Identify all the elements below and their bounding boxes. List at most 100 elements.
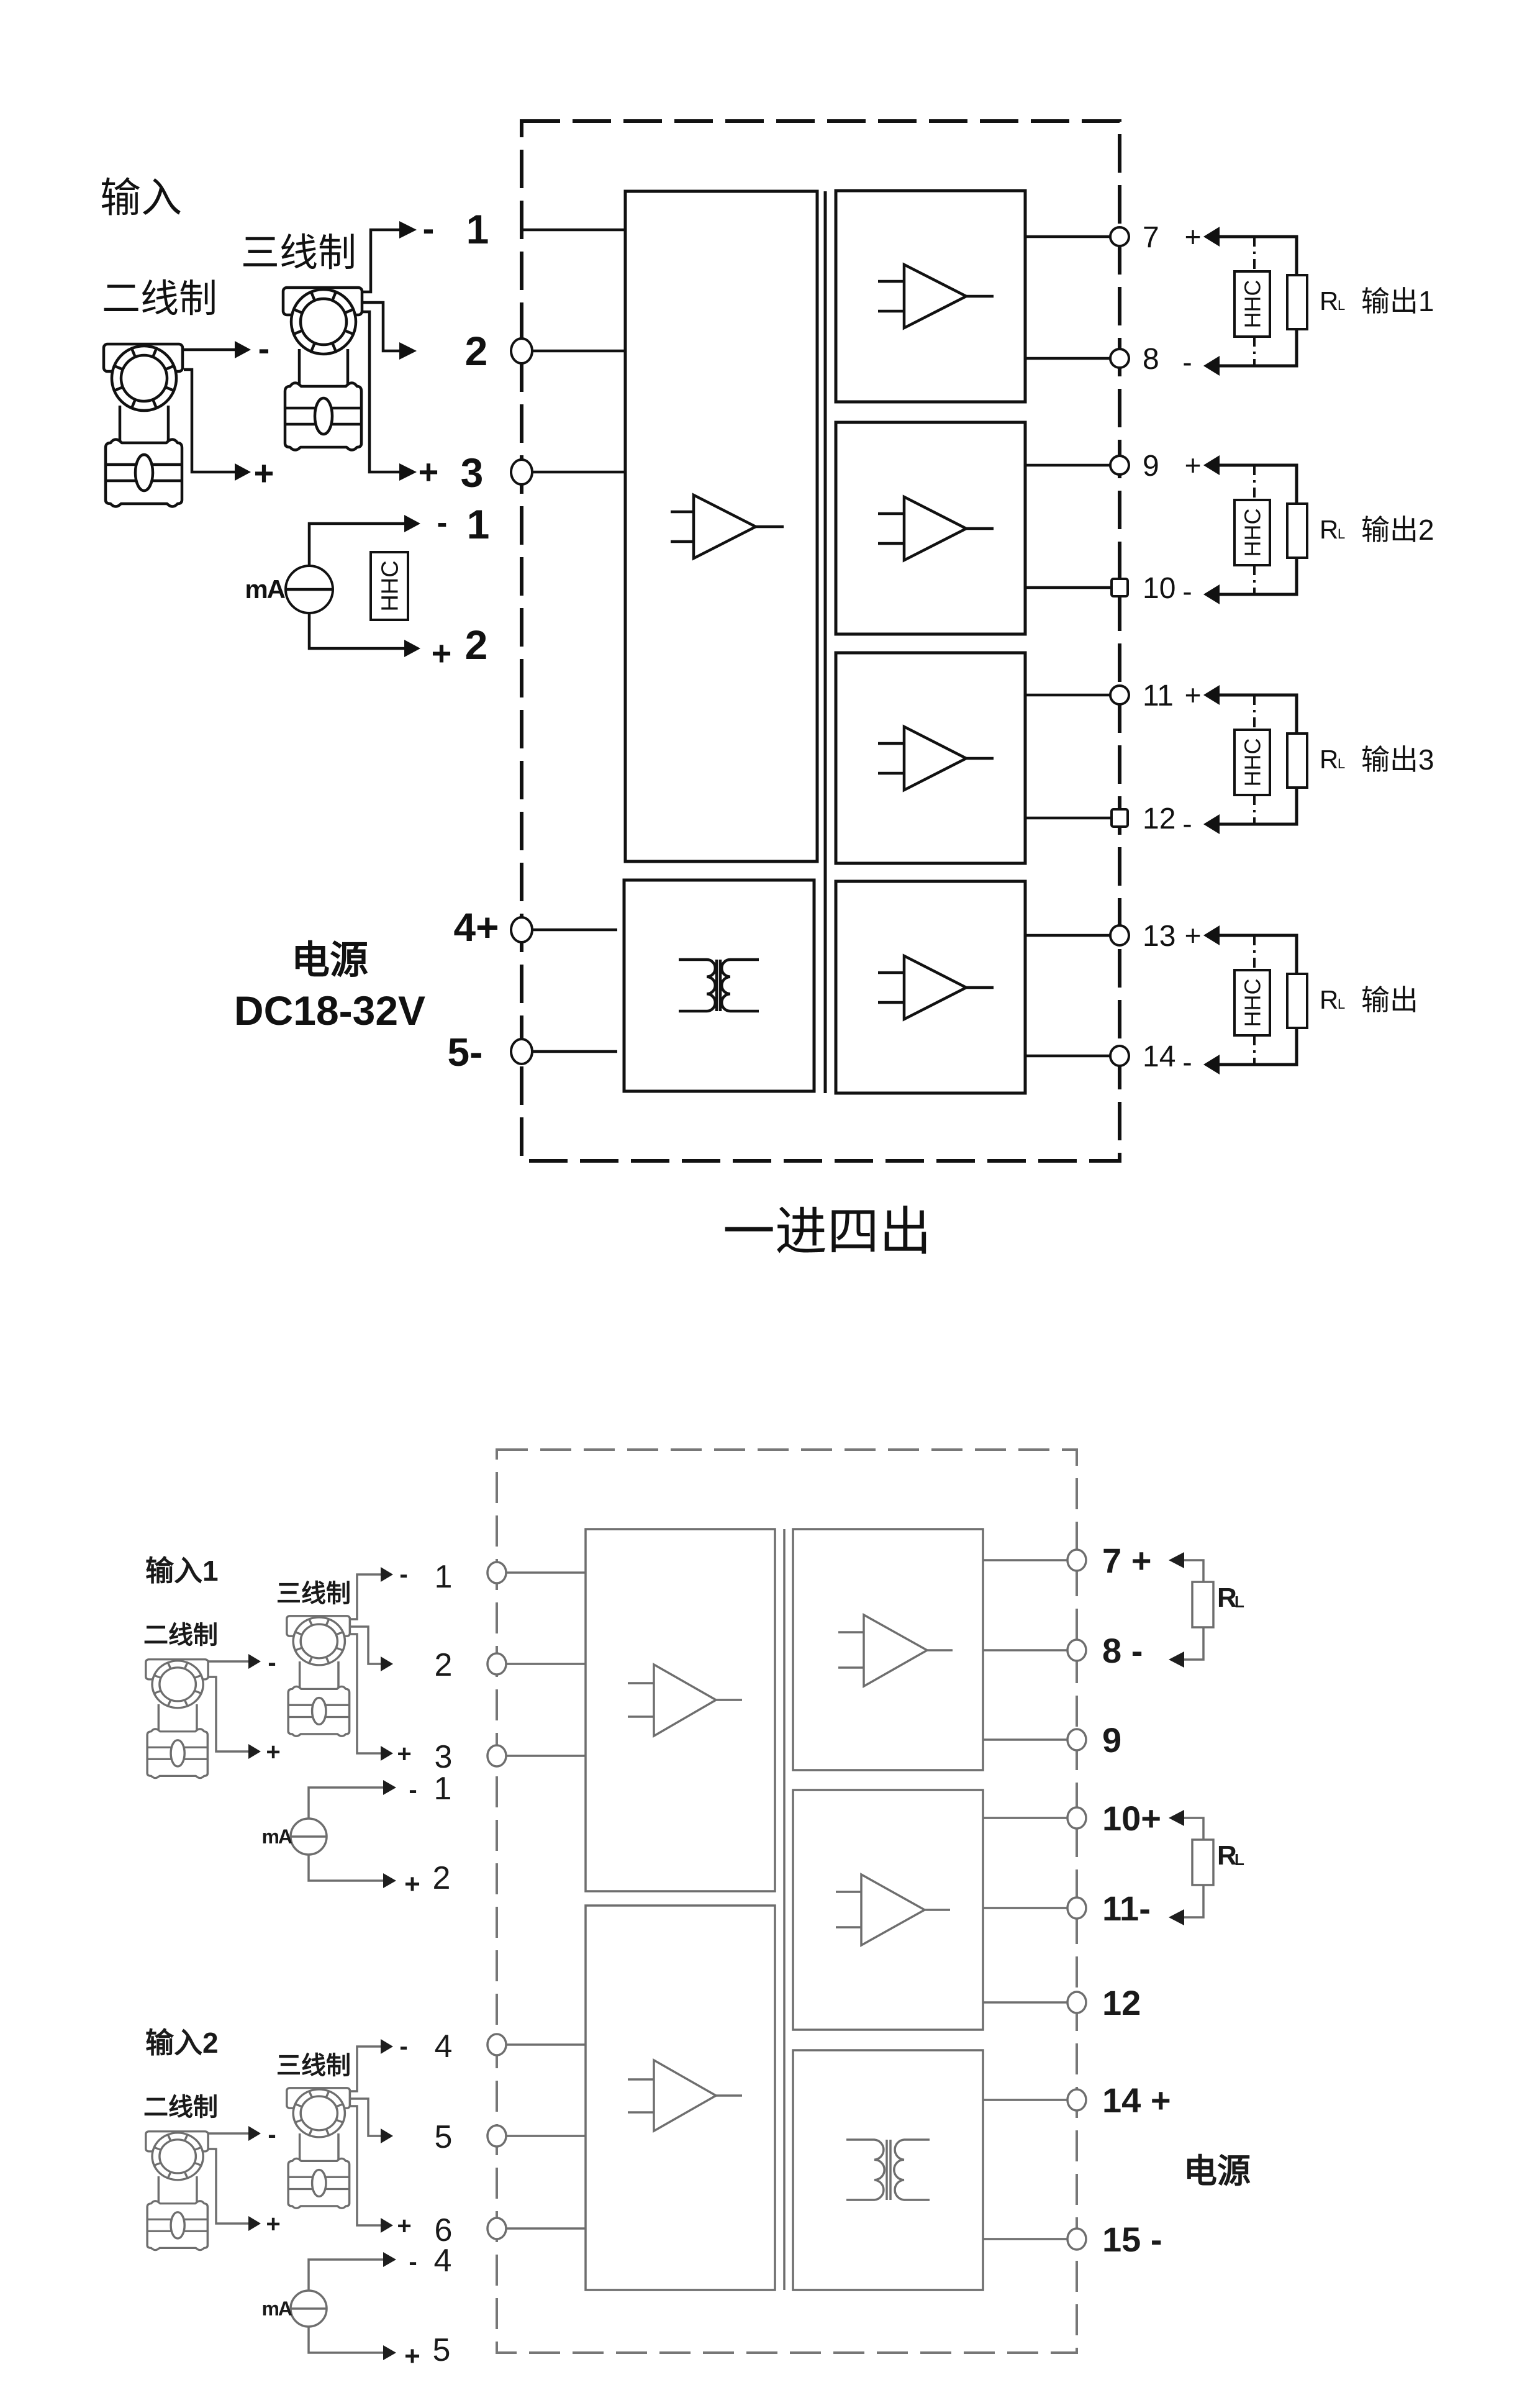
three-wire-pos-sign: + xyxy=(397,1740,411,1768)
power-pos-terminal: 4+ xyxy=(454,905,499,950)
load-resistor-label: R xyxy=(1320,745,1338,774)
arrow-right-icon xyxy=(399,463,417,481)
current-source: mA - 1 + 2 HHC xyxy=(245,501,489,673)
arrow-left-icon xyxy=(1169,1909,1184,1925)
amplifier-triangle xyxy=(902,724,969,793)
top-diagram: 1 2 3 输入 三线制 二线制 - + - + xyxy=(100,119,1434,1261)
amplifier-triangle xyxy=(902,494,969,563)
output-amplifier-icon-1 xyxy=(878,262,994,330)
arrow-left-icon xyxy=(1203,925,1220,945)
output-leads xyxy=(1025,934,1110,1058)
load-resistor-label: R xyxy=(1320,985,1338,1014)
input-block-1 xyxy=(584,1528,776,1892)
amplifier-triangle xyxy=(863,1613,930,1689)
load-resistor-label: R xyxy=(1320,515,1338,544)
output-block-1 xyxy=(792,1528,984,1771)
load-wire xyxy=(1184,1817,1205,1919)
amplifier-triangle xyxy=(860,1873,927,1947)
output-pos-sign: + xyxy=(1185,220,1202,253)
load-resistor-label: R xyxy=(1320,286,1338,316)
current-source-label: mA xyxy=(261,1825,292,1848)
arrow-left-icon xyxy=(1169,1651,1184,1668)
output-block-1 xyxy=(834,189,1027,404)
current-source-wires xyxy=(307,522,404,650)
output-name: 输出1 xyxy=(1361,285,1434,317)
input-label: 输入1 xyxy=(145,1555,219,1587)
load-wire xyxy=(1184,1559,1205,1661)
terminal-7-screw xyxy=(1066,1548,1087,1572)
arrow-right-icon xyxy=(381,1567,393,1582)
amplifier-leads xyxy=(628,2078,742,2114)
output-block-4 xyxy=(834,879,1027,1095)
two-wire-pos-sign: + xyxy=(254,453,274,493)
arrow-right-icon xyxy=(383,2252,396,2267)
current-source-label: mA xyxy=(245,575,285,604)
output-channel-4: 13 + 14 - HHC R L 输出 xyxy=(1025,919,1418,1078)
terminal-4-screw xyxy=(486,2033,507,2056)
arrow-right-icon xyxy=(248,1744,261,1759)
arrow-left-icon xyxy=(1203,685,1220,705)
terminal-8-label: 8 - xyxy=(1102,1631,1143,1670)
power-label: 电源 xyxy=(291,939,368,982)
arrow-right-icon xyxy=(404,515,420,532)
module-enclosure xyxy=(520,119,1121,1163)
two-wire-pos-sign: + xyxy=(266,2210,280,2238)
current-source-pos-sign: + xyxy=(432,634,452,673)
current-source-pos-sign: + xyxy=(404,1869,420,1899)
output-channel-3: 11 + 12 - HHC R L 输出3 xyxy=(1025,679,1434,840)
output-neg-terminal: 10 xyxy=(1143,572,1175,605)
amplifier-triangle xyxy=(653,2058,718,2133)
arrow-left-icon xyxy=(1169,1810,1184,1826)
terminal-8-screw xyxy=(1109,348,1130,369)
terminal-4-label: 4 xyxy=(435,2028,453,2065)
three-wire-neg-sign: - xyxy=(423,209,435,248)
terminal-11-label: 11- xyxy=(1102,1889,1151,1928)
three-wire-label: 三线制 xyxy=(276,2052,351,2079)
amplifier-triangle xyxy=(692,493,759,561)
arrow-right-icon xyxy=(248,2216,261,2231)
two-wire-transmitter-icon xyxy=(145,2130,209,2251)
two-wire-label: 二线制 xyxy=(143,2094,218,2121)
input-channel-1: 输入1 三线制 二线制 - + - + 1 2 3 xyxy=(143,1555,586,1899)
terminal-11-screw xyxy=(1109,684,1130,706)
load-resistor-subscript: L xyxy=(1234,1592,1244,1611)
arrow-left-icon xyxy=(1203,584,1220,604)
output-neg-sign: - xyxy=(1182,807,1192,840)
current-source-pos-terminal: 2 xyxy=(465,622,488,668)
power-supply: 4+ 5- 电源 DC18-32V xyxy=(234,905,617,1074)
load-resistor-label: R xyxy=(1217,1840,1237,1871)
terminal-1-screw xyxy=(486,1561,507,1584)
input-terminal-leads xyxy=(506,2043,586,2230)
load-circuit-1: R L xyxy=(1169,1552,1244,1668)
current-source-neg-sign: - xyxy=(437,505,448,540)
arrow-right-icon xyxy=(383,1780,396,1795)
terminal-4-screw xyxy=(510,916,533,943)
arrow-right-icon xyxy=(383,2345,396,2360)
amplifier-leads xyxy=(878,742,994,775)
output-block-2 xyxy=(834,420,1027,636)
load-resistor-label: R xyxy=(1217,1583,1237,1613)
output-neg-terminal: 12 xyxy=(1143,802,1175,835)
output-pos-sign: + xyxy=(1185,679,1202,711)
arrow-left-icon xyxy=(1203,227,1220,247)
three-wire-label: 三线制 xyxy=(276,1580,351,1607)
two-wire-neg-sign: - xyxy=(268,2121,276,2148)
two-wire-neg-sign: - xyxy=(268,1649,276,1676)
module-enclosure xyxy=(496,1448,1078,2354)
current-source-pos-terminal: 2 xyxy=(433,1860,451,1896)
output-pos-terminal: 9 xyxy=(1143,450,1159,483)
arrow-right-icon xyxy=(399,342,417,360)
terminal-11-screw xyxy=(1066,1896,1087,1920)
hart-communicator-label: HHC xyxy=(378,560,404,611)
terminal-3-screw xyxy=(510,458,533,486)
three-wire-transmitter-icon xyxy=(286,2087,351,2209)
output-leads xyxy=(1025,463,1112,589)
output-amplifier-icon-4 xyxy=(878,953,994,1022)
amplifier-leads xyxy=(878,279,994,313)
three-wire-pos-sign: + xyxy=(419,452,439,491)
terminal-13-screw xyxy=(1109,924,1130,947)
input-terminals: 1 2 3 xyxy=(461,206,625,496)
output-block-3 xyxy=(834,651,1027,865)
two-wire-pos-sign: + xyxy=(266,1738,280,1766)
terminal-14-screw xyxy=(1066,2088,1087,2112)
